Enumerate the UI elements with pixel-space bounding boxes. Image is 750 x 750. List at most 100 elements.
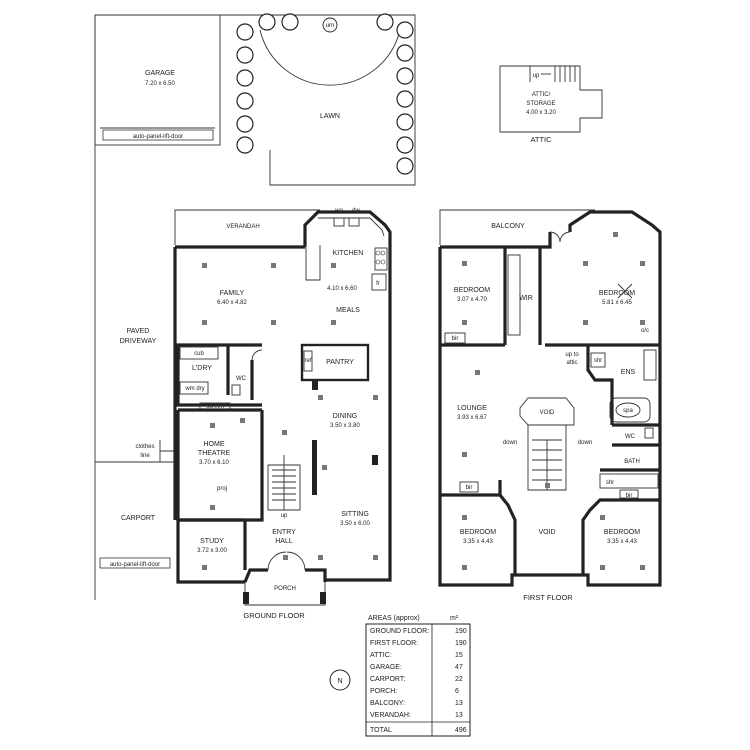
dining-dims: 3.50 x 3.80 [330,423,360,429]
garage-dims: 7.20 x 6.50 [145,81,175,87]
bedroom-a-dims: 3.07 x 4.70 [457,297,487,303]
attic-plan: up ATTIC/ STORAGE 4.00 x 3.20 ATTIC [499,65,603,144]
areas-total-label: TOTAL [370,727,392,734]
bir-a-label: bir [452,336,459,342]
home-theatre-label-2: THEATRE [198,450,230,457]
attic-dims: 4.00 x 3.20 [526,110,556,116]
bedroom-b-dims: 5.81 x 6.45 [602,300,632,306]
proj-label: proj [217,486,227,492]
shr-a-label: shr [594,358,602,364]
attic-up-label: up [533,73,540,79]
balcony-label: BALCONY [491,223,525,230]
area-row-value: 13 [455,712,463,719]
lounge-label: LOUNGE [457,405,487,412]
areas-title: AREAS (approx) [368,615,420,622]
study-dims: 3.72 x 3.00 [197,548,227,554]
carport-door [99,557,171,569]
carport-label: CARPORT [121,515,156,522]
urn-label: urn [326,23,335,29]
up-to-attic-label-2: attic [566,360,577,366]
bedroom-d-label: BEDROOM [604,529,640,536]
clothes-line-label: clothes [135,444,154,450]
north-compass-icon: N [329,669,351,691]
garage-outline [94,14,221,146]
area-row-label: FIRST FLOOR: [370,640,418,647]
area-row-value: 22 [455,676,463,683]
up-to-attic-label: up to [565,352,579,358]
down-right-label: down [578,440,592,446]
paved-driveway-label-2: DRIVEWAY [120,338,157,345]
area-row-value: 190 [455,628,467,635]
area-row-label: VERANDAH: [370,712,411,719]
cub-label: cub [194,351,204,357]
screen-label: screen [206,404,224,410]
garage-door-label: auto-panel-lift-door [133,134,183,140]
ground-floor-caption: GROUND FLOOR [243,611,305,620]
area-row-value: 13 [455,700,463,707]
verandah-label: VERANDAH [226,224,259,230]
garage-door [102,129,214,141]
bir-c-label: bir [466,485,473,491]
family-label: FAMILY [220,290,245,297]
bir-d-label: bir [626,493,633,499]
dining-label: DINING [333,413,358,420]
site-plan: GARAGE 7.20 x 6.50 auto-panel-lift-door … [94,13,416,600]
void-lower-label: VOID [538,529,555,536]
area-row-value: 6 [455,688,459,695]
area-row-label: ATTIC: [370,652,392,659]
area-row-value: 47 [455,664,463,671]
sitting-dims: 3.50 x 6.00 [340,521,370,527]
areas-table: AREAS (approx) m² GROUND FLOOR:190FIRST … [365,615,471,737]
attic-label: ATTIC/ [532,92,551,98]
carport-door-label: auto-panel-lift-door [110,562,160,568]
area-row-label: PORCH: [370,688,397,695]
area-row-label: CARPORT: [370,676,405,683]
ceiling-lights-first [462,232,645,570]
bedroom-b-label: BEDROOM [599,290,635,297]
pantry-outline [300,343,370,382]
clothes-line-label-2: line [140,453,150,459]
bedroom-c-label: BEDROOM [460,529,496,536]
ref-label: ref [304,358,311,364]
attic-label-2: STORAGE [526,101,555,107]
entry-hall-label-2: HALL [275,538,293,545]
wc-first-label: WC [625,434,636,440]
dw-label: dw [352,208,360,214]
area-row-value: 190 [455,640,467,647]
attic-caption: ATTIC [530,135,552,144]
compass-label: N [337,678,342,685]
fr-label: fr [376,281,380,287]
sitting-label: SITTING [341,511,369,518]
stair-up-label: up [281,513,288,519]
ground-floor-plan: VERANDAH PORCH GROUND FLOOR wo dw fr KIT… [173,208,392,620]
down-left-label: down [503,440,517,446]
area-row-label: BALCONY: [370,700,405,707]
oc-label: o/c [641,328,649,334]
home-theatre-dims: 3.70 x 6.10 [199,460,229,466]
ensuite-label: ENS [621,369,636,376]
kitchen-label: KITCHEN [333,250,364,257]
wo-label: wo [334,208,343,214]
bedroom-c-dims: 3.35 x 4.43 [463,539,493,545]
first-floor-caption: FIRST FLOOR [523,593,573,602]
void-upper-label: VOID [540,410,555,416]
study-label: STUDY [200,538,224,545]
areas-total-value: 496 [455,727,467,734]
hedge-trees [236,13,414,175]
bath-label: BATH [624,459,640,465]
lawn-label: LAWN [320,113,340,120]
bedroom-a-label: BEDROOM [454,287,490,294]
lounge-dims: 3.93 x 6.67 [457,415,487,421]
home-theatre-label: HOME [204,441,225,448]
area-row-label: GROUND FLOOR: [370,628,429,635]
wir-label: WIR [519,295,533,302]
areas-unit: m² [450,615,459,622]
first-floor-plan: BALCONY bir BEDROOM 3.07 x 4.70 WIR BEDR… [438,209,662,602]
paved-driveway-label: PAVED [127,328,150,335]
wm-dry-label: wm dry [184,386,204,392]
laundry-label: L'DRY [192,365,212,372]
entry-hall-label: ENTRY [272,529,296,536]
area-row-value: 15 [455,652,463,659]
garage-label: GARAGE [145,70,175,77]
